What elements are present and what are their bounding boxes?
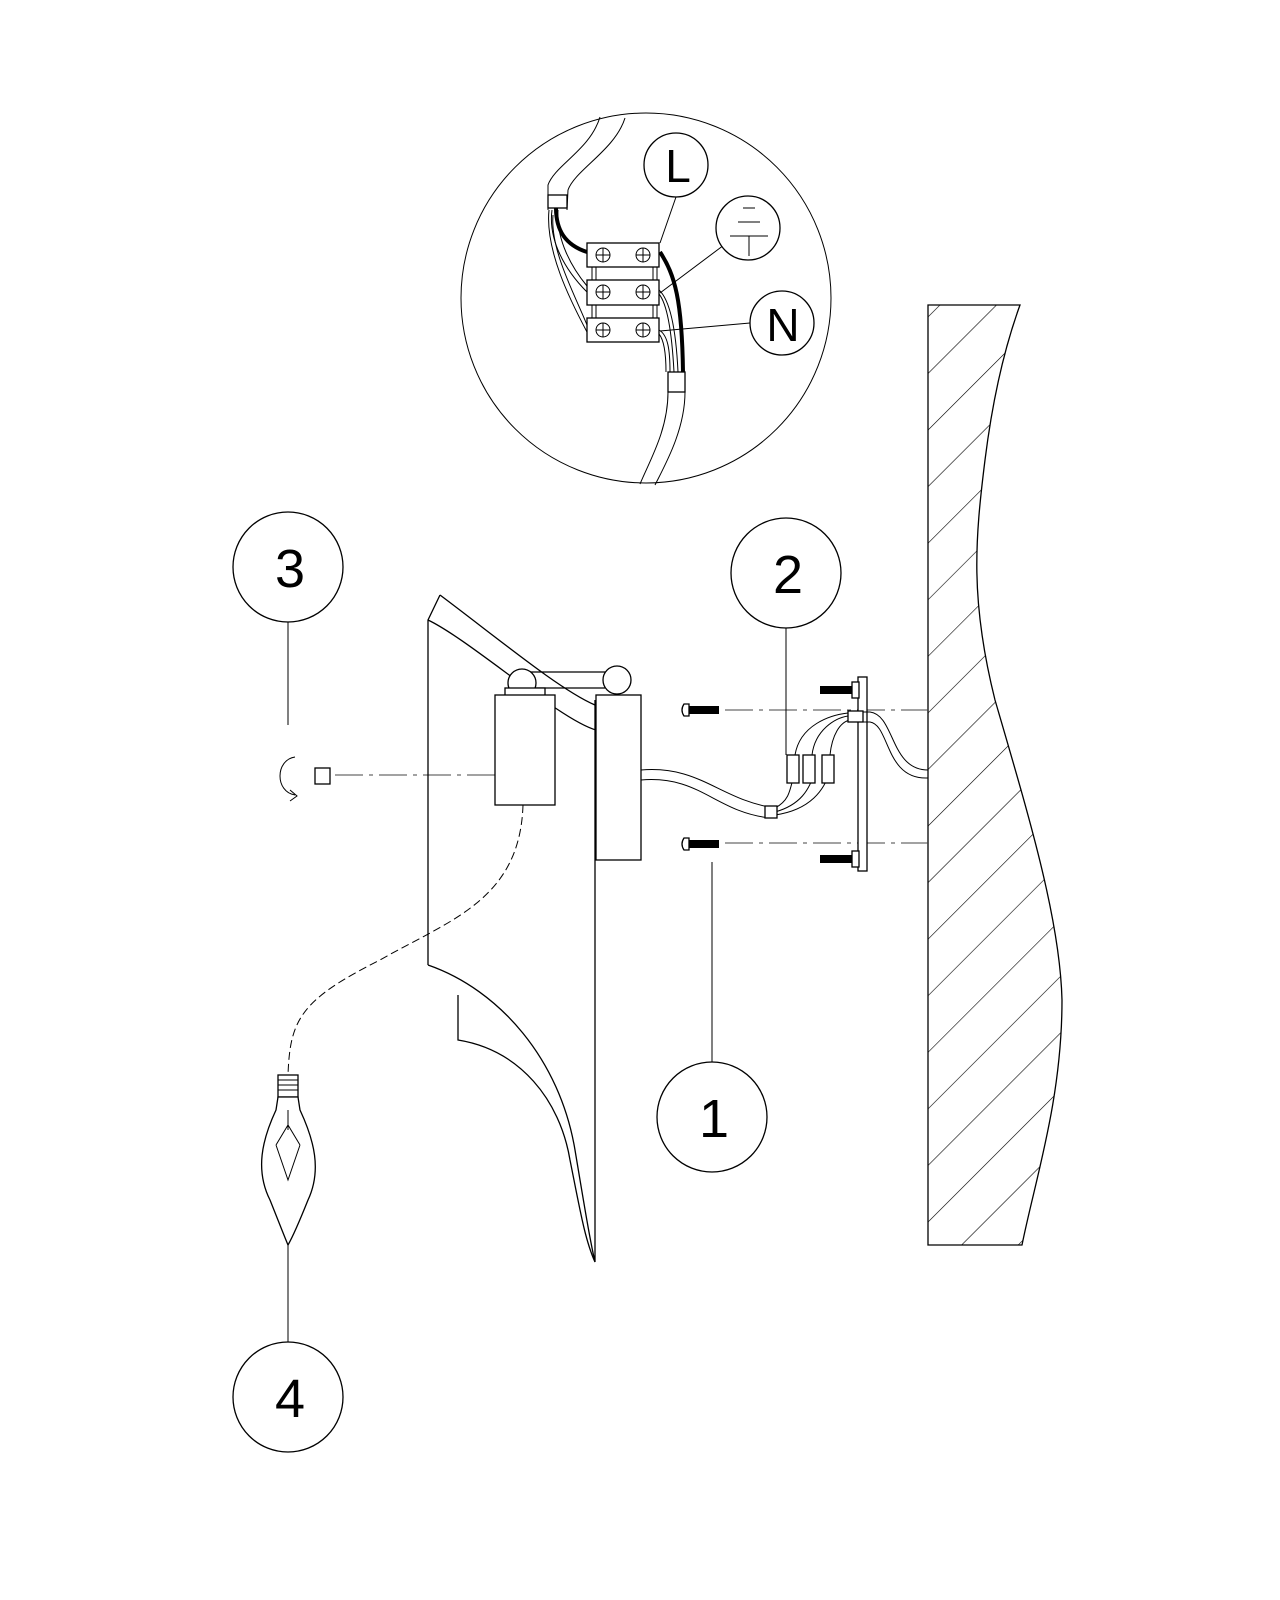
bolt-top — [820, 681, 860, 699]
screw-top — [681, 703, 719, 717]
ground-icon — [730, 207, 768, 256]
earth-wire — [550, 209, 588, 293]
callout-3: 3 — [232, 511, 344, 725]
candle-bulb — [260, 1074, 316, 1247]
finial-nut — [279, 756, 331, 802]
callout-3-label: 3 — [275, 539, 305, 599]
terminal-block — [586, 242, 660, 343]
callout-1-label: 1 — [699, 1089, 729, 1149]
live-callout: L — [643, 132, 709, 198]
back-plate — [595, 694, 642, 861]
live-wire — [554, 207, 588, 254]
wiring-detail: L N — [460, 112, 832, 486]
supply-cable-top — [547, 116, 626, 211]
callout-4-label: 4 — [275, 1369, 305, 1429]
earth-callout — [715, 195, 781, 261]
wall-lamp — [287, 594, 776, 1263]
rotate-arrow-icon — [279, 756, 296, 796]
screw-bottom — [681, 837, 719, 851]
live-label: L — [665, 140, 691, 192]
neutral-wire — [548, 209, 588, 333]
callout-4: 4 — [232, 1245, 344, 1453]
neutral-callout: N — [749, 290, 815, 356]
wall — [927, 304, 1063, 1246]
neutral-label: N — [766, 299, 799, 351]
shade-top — [439, 594, 596, 706]
detail-circle — [460, 112, 832, 484]
supply-cable-bottom — [639, 391, 686, 486]
lamp-socket — [494, 694, 556, 806]
callout-2: 2 — [730, 517, 842, 755]
callout-2-label: 2 — [773, 545, 803, 605]
bolt-bottom — [820, 850, 860, 868]
lamp-cable — [640, 769, 776, 819]
mounting-bracket — [681, 676, 929, 872]
callout-1: 1 — [656, 862, 768, 1173]
